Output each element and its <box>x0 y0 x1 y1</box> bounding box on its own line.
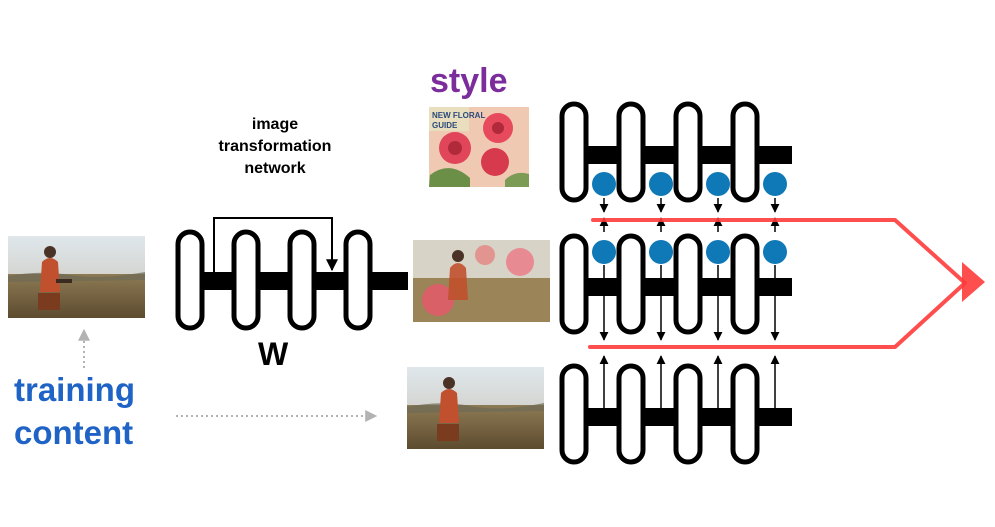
loss-arrowhead <box>962 262 985 302</box>
network-layer <box>175 229 205 331</box>
itn-label-line: image <box>251 116 299 133</box>
style-label: style <box>430 62 508 100</box>
training-content-line: training <box>14 371 135 408</box>
network-layer <box>231 229 261 331</box>
content-image <box>8 236 145 318</box>
feature-node <box>649 172 673 196</box>
weights-label: W <box>258 336 289 372</box>
network-layer <box>287 229 317 331</box>
image-transformation-network <box>175 217 408 331</box>
feature-node <box>706 240 730 264</box>
network-layer <box>730 233 760 335</box>
feature-node <box>592 240 616 264</box>
training-content-label: training content <box>14 368 174 454</box>
stylized-image <box>413 240 550 322</box>
style-image: NEW FLORAL GUIDE <box>429 107 529 187</box>
content-image-copy <box>407 367 544 449</box>
feature-nodes <box>592 172 787 264</box>
network-layer <box>559 101 589 203</box>
network-layer <box>673 233 703 335</box>
network-layer <box>616 101 646 203</box>
arrow-down-icon <box>599 198 780 341</box>
network-layer <box>616 233 646 335</box>
skip-connection <box>213 217 338 272</box>
network-layer <box>559 363 589 465</box>
feature-node <box>592 172 616 196</box>
network-layer <box>559 233 589 335</box>
feature-node <box>706 172 730 196</box>
loss-network-content <box>559 363 792 465</box>
network-layer <box>616 363 646 465</box>
feature-node <box>763 240 787 264</box>
feature-node <box>649 240 673 264</box>
itn-label-line: transformation <box>218 138 332 155</box>
network-layer <box>673 101 703 203</box>
network-layer <box>730 363 760 465</box>
itn-label-line: network <box>244 160 306 177</box>
network-layer <box>730 101 760 203</box>
svg-text:GUIDE: GUIDE <box>432 121 458 130</box>
network-layer <box>343 229 373 331</box>
feature-node <box>763 172 787 196</box>
loss-network-output <box>559 233 792 335</box>
loss-network-style <box>559 101 792 203</box>
training-content-line: content <box>14 414 134 451</box>
network-layer <box>673 363 703 465</box>
image-transformation-network-label: image transformation network <box>196 114 354 180</box>
svg-text:NEW FLORAL: NEW FLORAL <box>432 111 485 120</box>
